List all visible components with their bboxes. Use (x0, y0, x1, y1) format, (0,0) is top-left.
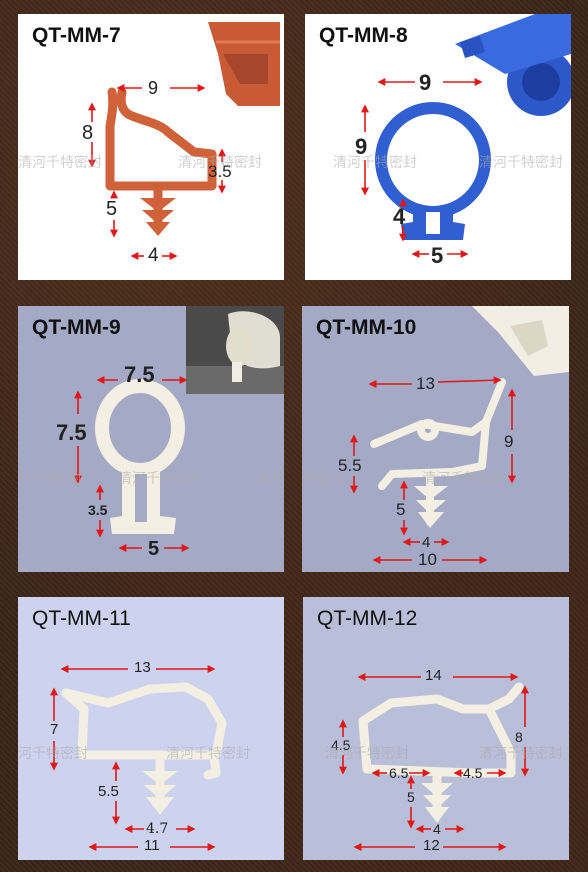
dim-label: 4.5 (331, 737, 351, 753)
watermark: 清河千特密封 (479, 155, 563, 171)
panel-qt-mm-10: QT-MM-10 (302, 306, 569, 572)
dim-label: 4 (148, 245, 159, 266)
profile-diagram (50, 665, 227, 851)
dimension-arrows (50, 665, 216, 851)
panel-title: QT-MM-7 (32, 24, 121, 47)
seal-profile (375, 102, 491, 240)
dim-label: 5.5 (98, 783, 119, 800)
dim-label: 8 (515, 729, 523, 745)
dim-label: 6.5 (389, 765, 409, 781)
dim-label: 5 (148, 538, 160, 560)
panel-title: QT-MM-12 (317, 607, 418, 630)
dim-label: 5 (106, 198, 118, 220)
product-photo (208, 22, 280, 106)
watermark: 清河千特密封 (302, 471, 342, 487)
profile-diagram (361, 14, 571, 258)
dim-label: 7.5 (56, 420, 87, 445)
dim-label: 13 (134, 659, 151, 676)
watermark: 清河千特密封 (18, 155, 102, 171)
watermark: 清河千特密封 (254, 471, 284, 487)
watermark: 清河千特密封 (422, 471, 506, 487)
dim-label: 3.5 (88, 502, 108, 518)
dim-label: 14 (425, 667, 442, 684)
panel-title: QT-MM-11 (32, 607, 131, 630)
panel-qt-mm-11: QT-MM-11 13 7 5.5 4.7 11 清河千特密封 清河千特密封 (18, 597, 284, 860)
seal-fin (414, 486, 448, 528)
dimension-arrows (350, 376, 516, 564)
watermark: 清河千特密封 (118, 471, 202, 487)
panel-qt-mm-8: QT-MM-8 9 9 4 5 清河千特密封 清河千特密封 (305, 14, 571, 280)
dimension-arrows (361, 78, 483, 258)
panel-qt-mm-7: QT-MM-7 9 (18, 14, 284, 280)
dim-label: 7 (50, 721, 59, 738)
dim-label: 10 (418, 550, 437, 569)
dim-label: 11 (144, 837, 160, 854)
profile-diagram (339, 673, 529, 851)
dim-label: 9 (355, 134, 368, 159)
dim-label: 7.5 (124, 362, 155, 387)
product-photo (455, 14, 571, 116)
seal-profile (95, 379, 185, 534)
dim-label: 9 (504, 432, 514, 451)
watermark: 清河千特密封 (166, 746, 250, 762)
dim-label: 5 (396, 500, 406, 519)
product-photo (472, 306, 569, 376)
watermark: 清河千特密封 (325, 746, 409, 762)
seal-profile (358, 682, 524, 812)
dimension-arrows (74, 376, 190, 552)
seal-fin (140, 198, 176, 236)
watermark: 清河千特密封 (479, 746, 563, 762)
dim-label: 5 (407, 789, 415, 805)
dim-label: 3.5 (208, 162, 232, 181)
dim-label: 13 (416, 374, 435, 393)
dim-label: 4 (393, 204, 406, 229)
panel-title: QT-MM-10 (316, 316, 417, 339)
dim-label: 4 (422, 534, 431, 551)
watermark: 清河千特密封 (18, 471, 82, 487)
panel-qt-mm-12: QT-MM-12 (303, 597, 569, 860)
seal-fin (142, 771, 178, 815)
seal-fin (421, 783, 453, 823)
product-photo (186, 306, 284, 394)
profile-diagram (350, 306, 569, 564)
dim-label: 8 (82, 122, 94, 144)
dimension-arrows (339, 673, 529, 851)
watermark: 清河千特密封 (178, 155, 262, 171)
dim-label: 4 (433, 821, 441, 837)
dim-label: 9 (148, 78, 159, 98)
dim-label: 4.7 (146, 821, 169, 837)
profile-diagram (88, 22, 280, 260)
watermark: 清河千特密封 (18, 746, 88, 762)
dim-label: 12 (423, 837, 440, 854)
panel-qt-mm-9: QT-MM-9 7.5 7.5 3.5 5 清河千特密封 清河千特密封 清河 (18, 306, 284, 572)
dim-label: 4.5 (463, 765, 483, 781)
panel-title: QT-MM-8 (319, 24, 408, 47)
watermark: 清河千特密封 (333, 155, 417, 171)
profile-diagram (74, 306, 284, 552)
panel-title: QT-MM-9 (32, 316, 121, 339)
dim-label: 5 (431, 243, 444, 268)
dim-label: 5.5 (338, 456, 362, 475)
dimension-arrows (88, 84, 226, 260)
dim-label: 9 (419, 70, 432, 95)
